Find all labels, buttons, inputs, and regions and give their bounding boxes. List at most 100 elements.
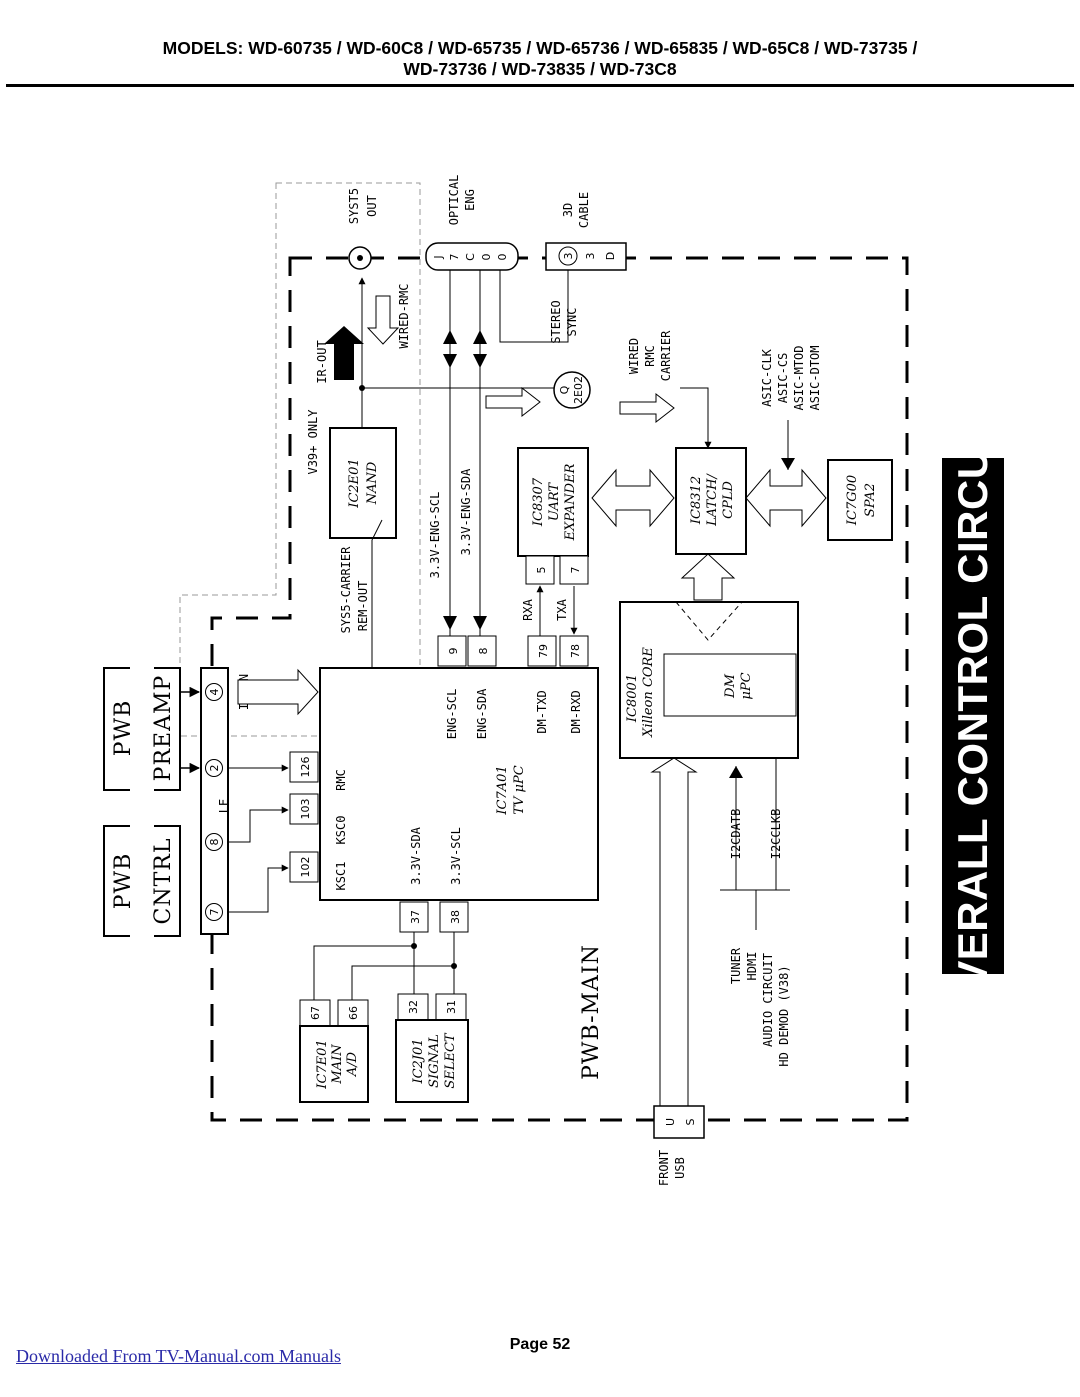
wired-rmc-label: WIRED-RMC [397, 283, 411, 348]
svg-text:0: 0 [496, 254, 509, 261]
svg-text:8: 8 [208, 839, 221, 846]
page-header: MODELS: WD-60735 / WD-60C8 / WD-65735 / … [0, 38, 1080, 80]
q2e02 [553, 371, 591, 409]
i2cclkb-label: I2CCLKB [769, 809, 783, 860]
svg-text:3.3V-SCL: 3.3V-SCL [449, 827, 463, 885]
svg-text:CABLE: CABLE [577, 192, 591, 228]
svg-text:RXA: RXA [521, 598, 535, 620]
svg-text:ASIC-DTOM: ASIC-DTOM [808, 345, 822, 410]
svg-text:IC8312: IC8312 [689, 476, 704, 525]
ic7e01: 67 66 IC7E01 MAIN A/D [299, 999, 369, 1103]
svg-text:μPC: μPC [739, 672, 754, 699]
svg-text:IC2E01: IC2E01 [347, 458, 362, 508]
3d-cable-connector: 3 3 D 3D CABLE [545, 192, 627, 271]
sys5-carrier-label: SYS5-CARRIER [339, 546, 353, 633]
svg-text:J: J [432, 255, 445, 259]
svg-text:IC7E01: IC7E01 [315, 1039, 330, 1089]
stereo-label: STEREO [549, 300, 563, 343]
svg-text:3: 3 [562, 253, 575, 260]
preamp-connector [200, 667, 229, 935]
svg-text:8: 8 [477, 648, 490, 655]
optical-eng-connector: J 7 C 0 0 OPTICAL ENG [425, 175, 519, 271]
svg-text:4: 4 [208, 689, 221, 696]
svg-text:67: 67 [309, 1006, 322, 1020]
v39-only-region [179, 182, 421, 737]
svg-text:A/D: A/D [345, 1051, 360, 1077]
svg-text:CARRIER: CARRIER [659, 330, 673, 381]
svg-text:IC7G00: IC7G00 [845, 475, 860, 526]
sync-label: SYNC [565, 308, 579, 337]
svg-text:HDMI: HDMI [745, 952, 759, 981]
page-number: Page 52 [509, 1336, 571, 1353]
svg-text:HD DEMOD (V38): HD DEMOD (V38) [777, 965, 791, 1066]
svg-text:KSC0: KSC0 [334, 816, 348, 845]
svg-text:9: 9 [447, 648, 460, 655]
svg-text:IC8307: IC8307 [531, 477, 546, 527]
svg-text:ASIC-MTOD: ASIC-MTOD [792, 345, 806, 410]
svg-text:DM-TXD: DM-TXD [535, 690, 549, 733]
svg-text:2E02: 2E02 [572, 376, 585, 404]
svg-text:ENG-SDA: ENG-SDA [475, 688, 489, 739]
header-rule [6, 84, 1074, 87]
svg-text:DM-RXD: DM-RXD [569, 690, 583, 733]
download-link[interactable]: Downloaded From TV-Manual.com Manuals [16, 1346, 341, 1366]
svg-text:EXPANDER: EXPANDER [563, 463, 578, 541]
svg-text:SYST5: SYST5 [347, 188, 361, 224]
svg-text:38: 38 [449, 910, 462, 924]
svg-text:LATCH/: LATCH/ [705, 473, 720, 527]
svg-text:CPLD: CPLD [721, 481, 736, 519]
pwb-preamp-board: PWB PREAMP [103, 667, 181, 791]
pwb-main-label: PWB-MAIN [579, 944, 604, 1080]
svg-text:TXA: TXA [555, 598, 569, 620]
svg-text:FRONT: FRONT [657, 1150, 671, 1186]
svg-text:D: D [604, 252, 617, 260]
pwb-preamp-label-2: PREAMP [151, 675, 176, 782]
svg-text:ASIC-CLK: ASIC-CLK [760, 348, 774, 407]
svg-text:79: 79 [537, 644, 550, 658]
svg-text:7: 7 [208, 909, 221, 916]
svg-text:3.3V-SDA: 3.3V-SDA [409, 826, 423, 885]
svg-text:RMC: RMC [334, 769, 348, 791]
svg-text:SPA2: SPA2 [863, 483, 878, 517]
svg-text:Xilleon CORE: Xilleon CORE [641, 647, 656, 738]
svg-text:78: 78 [569, 644, 582, 658]
le-label: LE [217, 799, 231, 813]
connector-pins: 4 2 8 7 [205, 683, 223, 921]
svg-text:TV μPC: TV μPC [512, 765, 527, 814]
svg-text:126: 126 [299, 757, 312, 778]
svg-text:TUNER: TUNER [729, 947, 743, 984]
ir-out-label: IR-OUT [315, 340, 329, 383]
ic7a01: 126 103 102 RMC KSC0 KSC1 9 8 79 78 ENG-… [289, 635, 599, 933]
svg-text:AUDIO CIRCUIT: AUDIO CIRCUIT [761, 953, 775, 1047]
svg-text:OPTICAL: OPTICAL [447, 175, 461, 226]
eng-scl-label: 3.3V-ENG-SCL [428, 492, 442, 579]
svg-text:ENG-SCL: ENG-SCL [445, 689, 459, 740]
svg-text:ASIC-CS: ASIC-CS [776, 353, 790, 404]
svg-text:5: 5 [535, 567, 548, 574]
svg-text:66: 66 [347, 1006, 360, 1020]
svg-text:S: S [684, 1118, 697, 1125]
svg-text:31: 31 [445, 1000, 458, 1014]
svg-text:C: C [464, 253, 477, 261]
overall-control-circuit-title: OVERALL CONTROL CIRCUIT [942, 410, 1004, 1022]
ic8312: IC8312 LATCH/ CPLD [675, 447, 747, 555]
svg-text:IC7A01: IC7A01 [495, 765, 510, 815]
side-title-text: OVERALL CONTROL CIRCUIT [949, 410, 996, 1022]
svg-text:32: 32 [407, 1000, 420, 1014]
svg-text:USB: USB [673, 1157, 687, 1179]
svg-text:SELECT: SELECT [443, 1032, 458, 1088]
ic7g00: IC7G00 SPA2 [827, 459, 893, 541]
svg-text:MAIN: MAIN [330, 1044, 345, 1085]
svg-text:7: 7 [569, 567, 582, 574]
svg-text:103: 103 [299, 799, 312, 820]
svg-text:SIGNAL: SIGNAL [427, 1034, 442, 1088]
header-models-line-1: MODELS: WD-60735 / WD-60C8 / WD-65735 / … [162, 38, 918, 58]
svg-text:37: 37 [409, 910, 422, 924]
i2cdatb-label: I2CDATB [729, 809, 743, 860]
ic2e01: IC2E01 NAND [329, 427, 397, 539]
svg-text:U: U [664, 1118, 677, 1126]
ic2j01: 32 31 IC2J01 SIGNAL SELECT [395, 993, 469, 1103]
svg-text:3: 3 [584, 253, 597, 260]
svg-text:Q: Q [558, 385, 571, 394]
